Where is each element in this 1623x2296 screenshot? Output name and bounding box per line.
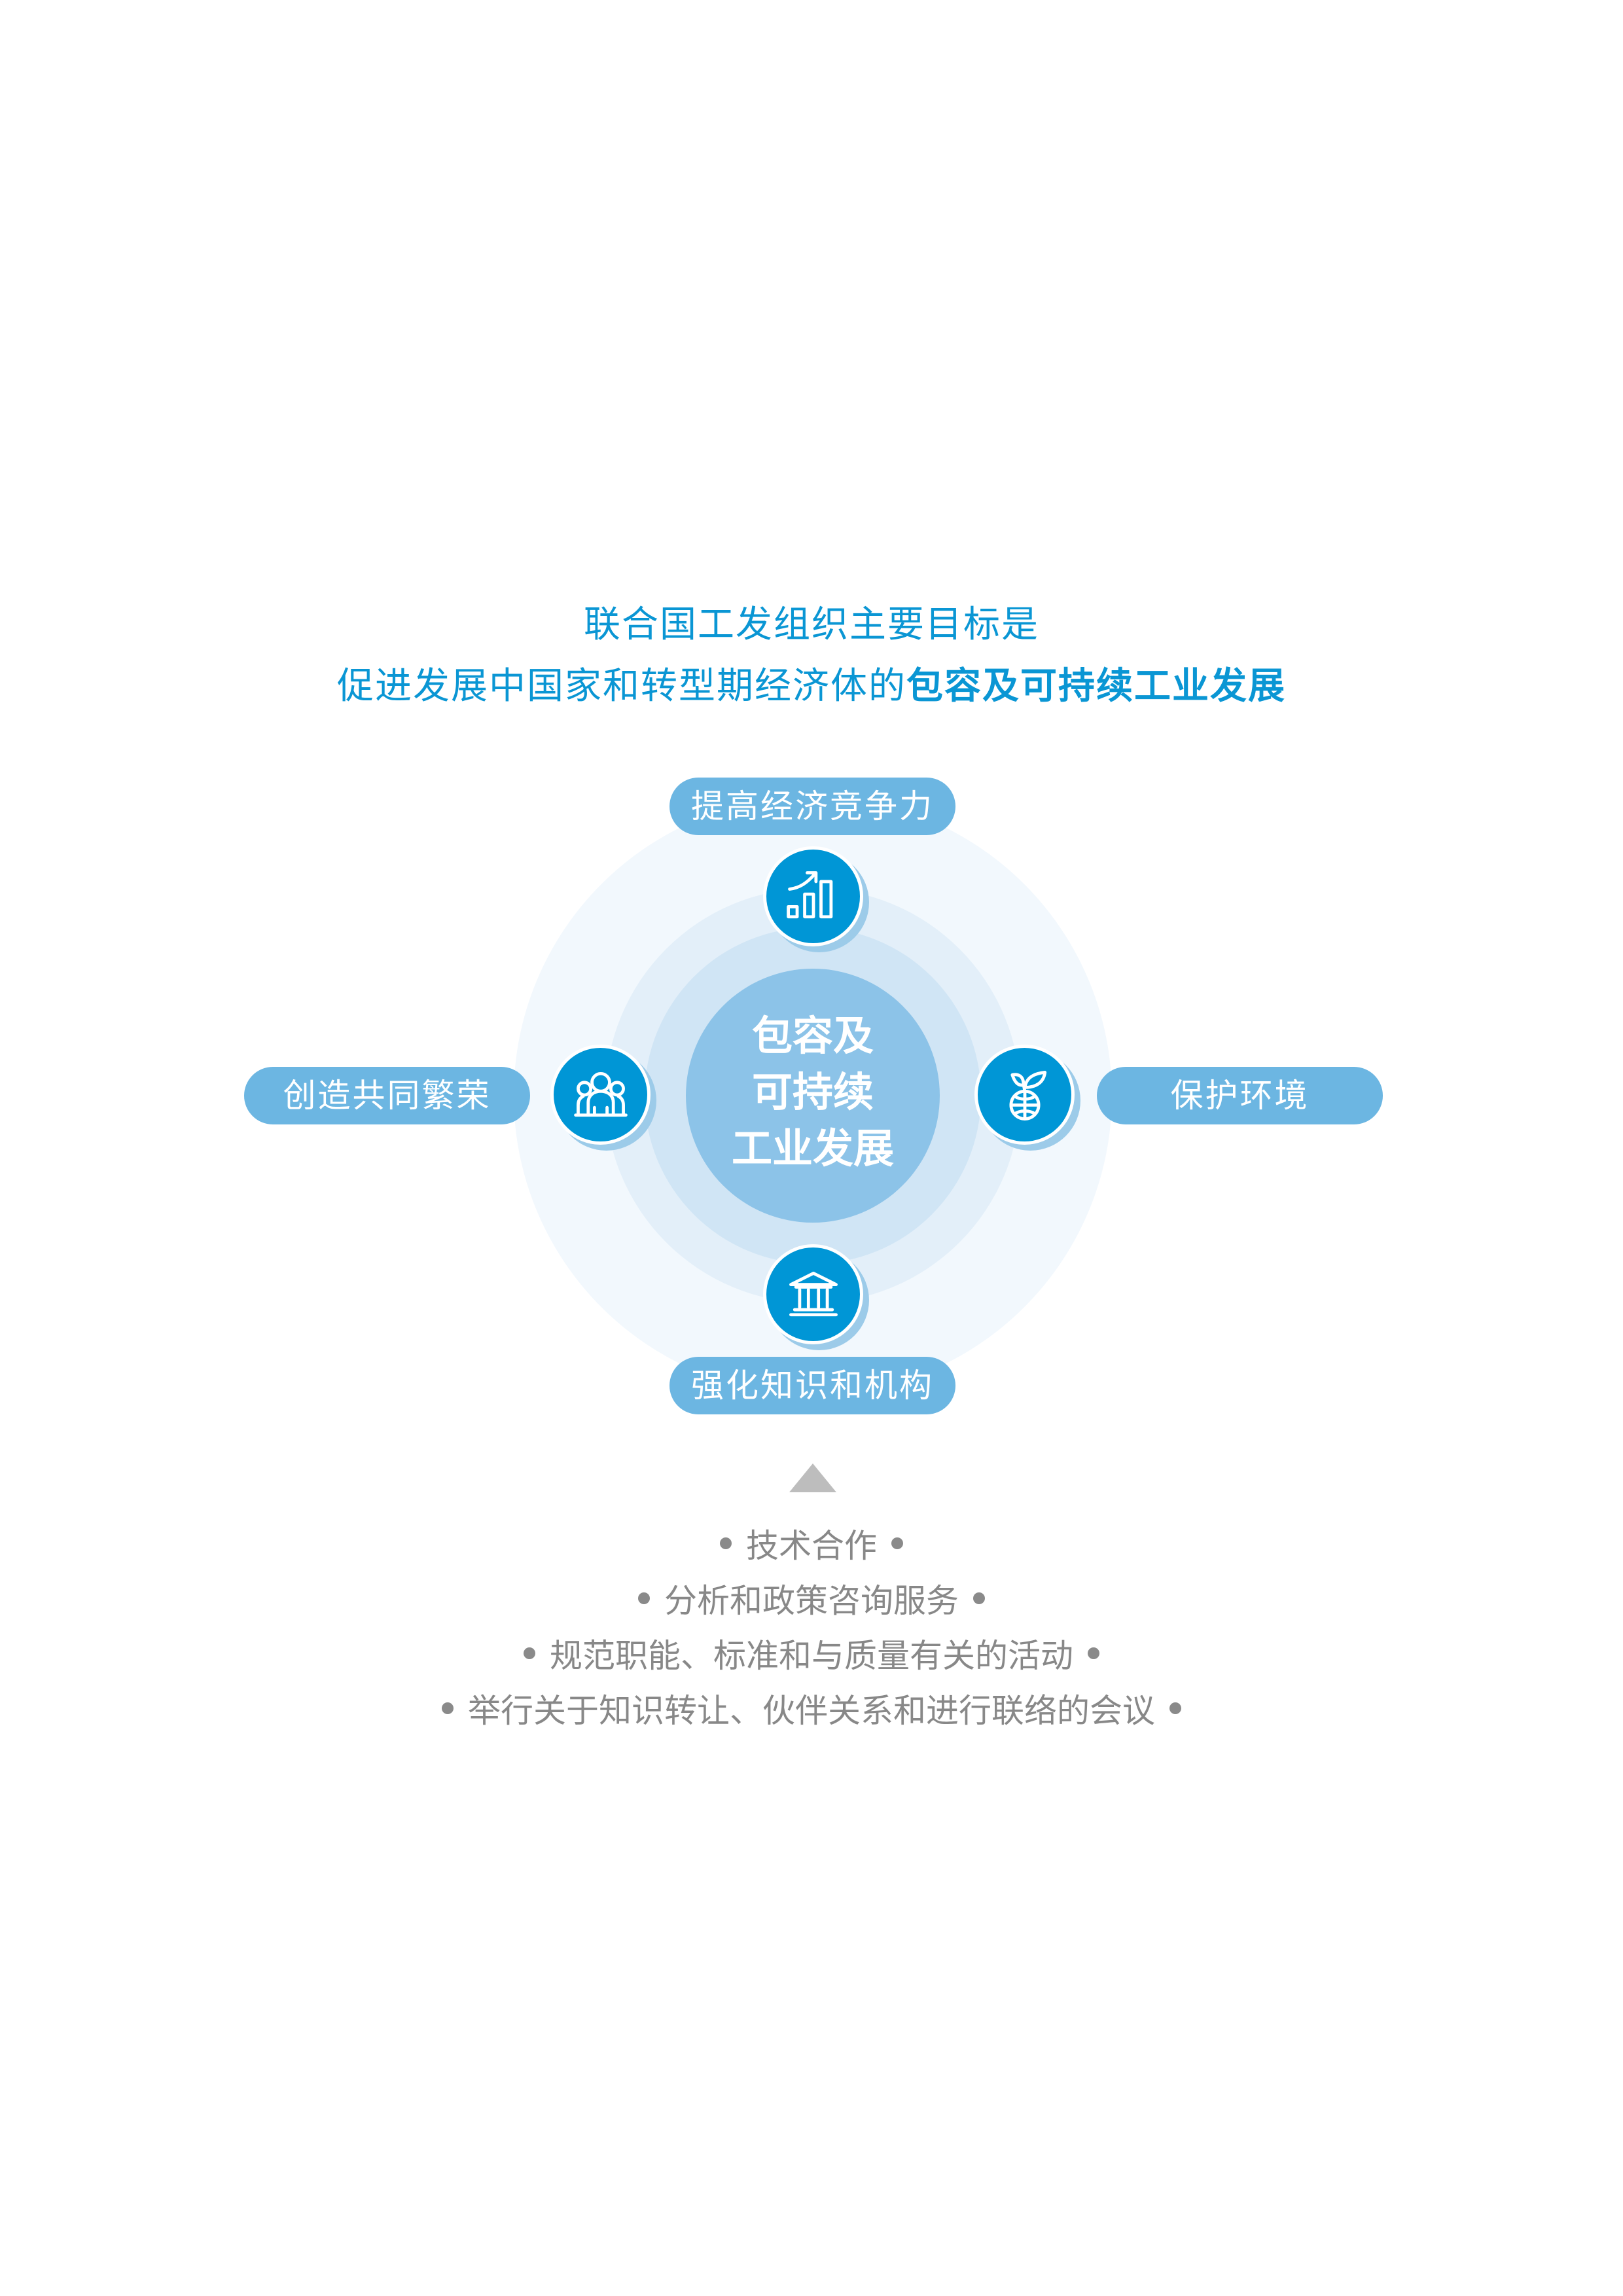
title-emphasis: 包容及可持续工业发展	[906, 665, 1286, 708]
bullet-dot-icon	[638, 1592, 650, 1604]
activity-text: 举行关于知识转让、伙伴关系和进行联络的会议	[468, 1692, 1155, 1730]
bullet-dot-icon	[1169, 1702, 1181, 1714]
globe-sprout-icon	[1008, 1070, 1046, 1121]
title-prefix: 促进发展中国家和转型期经济体的	[337, 665, 906, 708]
activity-item: 分析和政策咨询服务	[0, 1571, 1623, 1626]
goal-node-prosperity	[550, 1045, 656, 1151]
core-circle: 包容及 可持续 工业发展	[686, 969, 940, 1223]
growth-chart-icon	[786, 870, 832, 918]
people-group-icon	[573, 1071, 628, 1117]
bullet-dot-icon	[891, 1537, 903, 1549]
diagram-title-line-2: 促进发展中国家和转型期经济体的包容及可持续工业发展	[0, 664, 1623, 709]
goal-label-knowledge: 强化知识和机构	[669, 1357, 955, 1414]
activity-item: 举行关于知识转让、伙伴关系和进行联络的会议	[0, 1681, 1623, 1736]
activity-text: 规范职能、标准和与质量有关的活动	[550, 1637, 1073, 1675]
core-text-line: 包容及	[751, 1012, 874, 1060]
goal-node-knowledge	[763, 1244, 869, 1350]
bullet-dot-icon	[973, 1592, 985, 1604]
diagram-title-line-1: 联合国工发组织主要目标是	[584, 603, 1039, 646]
goal-node-competitiveness	[763, 846, 869, 952]
bullet-dot-icon	[442, 1702, 454, 1714]
node-disc	[974, 1045, 1075, 1145]
bullet-dot-icon	[1088, 1647, 1099, 1659]
core-text-line: 可持续	[751, 1068, 874, 1116]
up-triangle-icon	[789, 1463, 836, 1492]
node-disc	[550, 1045, 651, 1145]
goal-label-environment: 保护环境	[1097, 1067, 1383, 1124]
node-disc	[763, 1244, 863, 1344]
bullet-dot-icon	[524, 1647, 535, 1659]
bullet-dot-icon	[720, 1537, 732, 1549]
core-text-line: 工业发展	[731, 1124, 894, 1172]
goal-node-environment	[974, 1045, 1080, 1151]
activity-text: 技术合作	[746, 1527, 877, 1565]
activity-item: 技术合作	[0, 1516, 1623, 1571]
institution-building-icon	[789, 1271, 838, 1316]
activity-item: 规范职能、标准和与质量有关的活动	[0, 1626, 1623, 1681]
goal-label-prosperity: 创造共同繁荣	[244, 1067, 530, 1124]
activities-list: 技术合作 分析和政策咨询服务 规范职能、标准和与质量有关的活动 举行关于知识转让…	[0, 1516, 1623, 1736]
node-disc	[763, 846, 863, 946]
activity-text: 分析和政策咨询服务	[664, 1582, 959, 1620]
goal-label-competitiveness: 提高经济竞争力	[669, 778, 955, 835]
